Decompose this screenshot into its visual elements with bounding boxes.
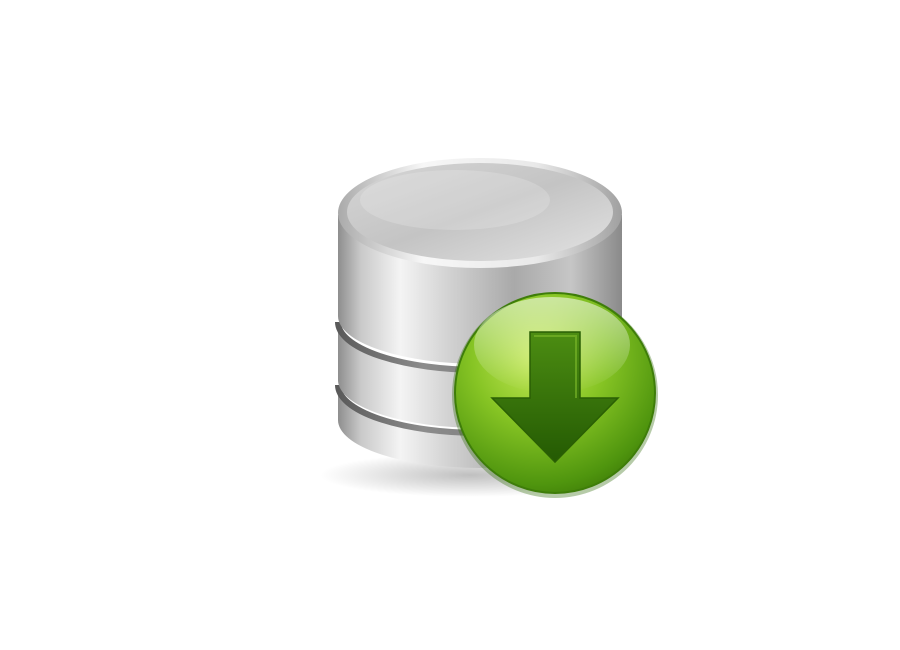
arrow-down-icon (490, 331, 620, 464)
